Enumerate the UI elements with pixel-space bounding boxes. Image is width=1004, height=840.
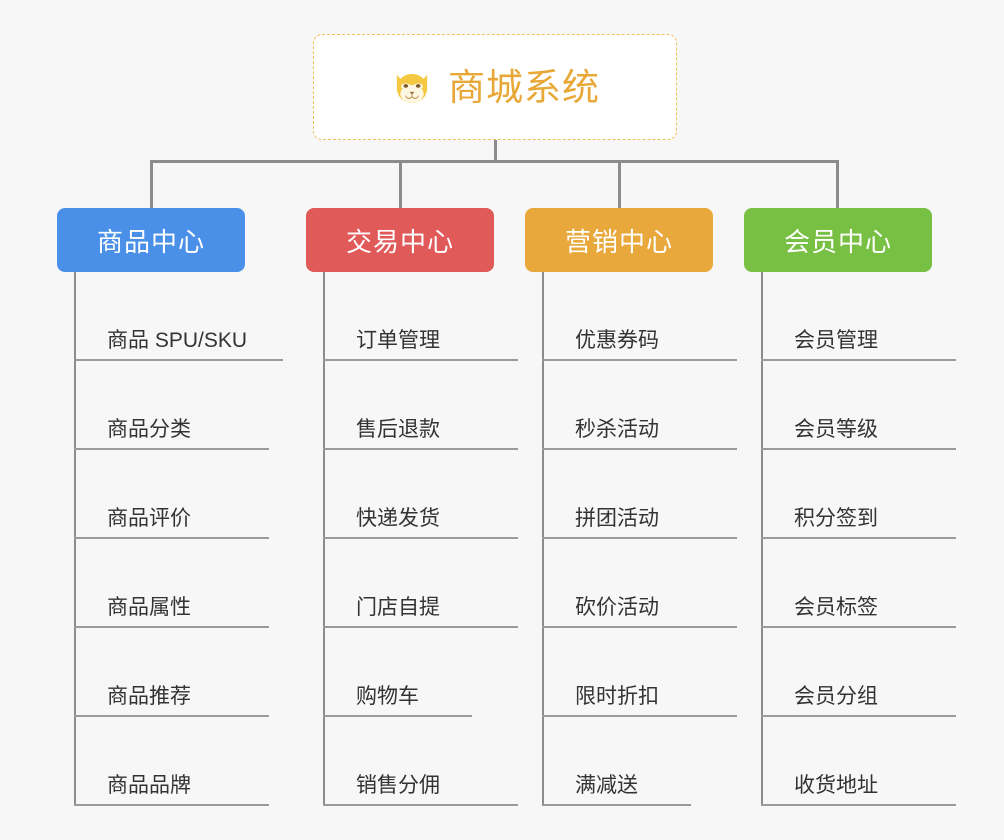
leaf-item[interactable]: 订单管理 — [323, 272, 518, 361]
shiba-dog-face-icon — [396, 73, 428, 104]
root-node[interactable]: 商城系统 — [313, 34, 677, 140]
leaf-label: 商品 SPU/SKU — [107, 329, 248, 352]
leaf-item[interactable]: 收货地址 — [761, 717, 956, 806]
leaf-label: 会员管理 — [794, 329, 878, 352]
category-label: 商品中心 — [96, 226, 205, 257]
leaf-item[interactable]: 商品品牌 — [74, 717, 269, 806]
leaf-label: 满减送 — [575, 774, 638, 797]
category-header-member[interactable]: 会员中心 — [744, 208, 932, 272]
leaf-item[interactable]: 门店自提 — [323, 539, 518, 628]
leaf-item[interactable]: 砍价活动 — [542, 539, 737, 628]
leaf-item[interactable]: 积分签到 — [761, 450, 956, 539]
leaf-label: 商品品牌 — [107, 774, 191, 797]
branch-column-trade: 交易中心 订单管理 售后退款 快递发货 门店自提 购物车 销售分佣 — [306, 208, 518, 806]
leaf-item[interactable]: 商品推荐 — [74, 628, 269, 717]
category-header-product[interactable]: 商品中心 — [57, 208, 245, 272]
leaf-item[interactable]: 商品评价 — [74, 450, 269, 539]
leaf-label: 会员标签 — [794, 596, 878, 619]
leaf-label: 会员等级 — [794, 418, 878, 441]
leaf-item[interactable]: 售后退款 — [323, 361, 518, 450]
leaf-item[interactable]: 拼团活动 — [542, 450, 737, 539]
leaf-label: 售后退款 — [356, 418, 440, 441]
connector-drop-4 — [836, 160, 839, 210]
branch-column-member: 会员中心 会员管理 会员等级 积分签到 会员标签 会员分组 收货地址 — [744, 208, 956, 806]
leaf-label: 门店自提 — [356, 596, 440, 619]
leaf-item[interactable]: 商品 SPU/SKU — [74, 272, 283, 361]
leaf-label: 秒杀活动 — [575, 418, 659, 441]
leaf-label: 会员分组 — [794, 685, 878, 708]
leaf-label: 优惠券码 — [575, 329, 659, 352]
leaf-label: 商品评价 — [107, 507, 191, 530]
leaf-item[interactable]: 会员管理 — [761, 272, 956, 361]
leaf-item[interactable]: 满减送 — [542, 717, 713, 806]
connector-drop-1 — [150, 160, 153, 210]
leaf-item[interactable]: 会员标签 — [761, 539, 956, 628]
category-label: 营销中心 — [564, 226, 673, 257]
leaf-item[interactable]: 快递发货 — [323, 450, 518, 539]
leaf-label: 砍价活动 — [575, 596, 659, 619]
category-label: 会员中心 — [783, 226, 892, 257]
leaf-label: 限时折扣 — [575, 685, 659, 708]
leaf-item[interactable]: 购物车 — [323, 628, 494, 717]
category-header-marketing[interactable]: 营销中心 — [525, 208, 713, 272]
leaf-list-marketing: 优惠券码 秒杀活动 拼团活动 砍价活动 限时折扣 满减送 — [542, 272, 737, 806]
leaf-item[interactable]: 商品属性 — [74, 539, 269, 628]
leaf-label: 拼团活动 — [575, 507, 659, 530]
leaf-label: 订单管理 — [356, 329, 440, 352]
branch-column-product: 商品中心 商品 SPU/SKU 商品分类 商品评价 商品属性 商品推荐 商品品牌 — [57, 208, 283, 806]
category-label: 交易中心 — [345, 226, 454, 257]
connector-drop-2 — [399, 160, 402, 210]
leaf-list-trade: 订单管理 售后退款 快递发货 门店自提 购物车 销售分佣 — [323, 272, 518, 806]
leaf-item[interactable]: 秒杀活动 — [542, 361, 737, 450]
connector-drop-3 — [618, 160, 621, 210]
leaf-list-product: 商品 SPU/SKU 商品分类 商品评价 商品属性 商品推荐 商品品牌 — [74, 272, 283, 806]
leaf-label: 积分签到 — [794, 507, 878, 530]
leaf-label: 购物车 — [356, 685, 419, 708]
connector-root-stem — [494, 140, 497, 163]
leaf-item[interactable]: 销售分佣 — [323, 717, 518, 806]
branch-column-marketing: 营销中心 优惠券码 秒杀活动 拼团活动 砍价活动 限时折扣 满减送 — [525, 208, 737, 806]
leaf-item[interactable]: 限时折扣 — [542, 628, 737, 717]
leaf-label: 商品属性 — [107, 596, 191, 619]
connector-horizontal-bus — [150, 160, 839, 163]
leaf-label: 销售分佣 — [356, 774, 440, 797]
leaf-item[interactable]: 会员等级 — [761, 361, 956, 450]
category-header-trade[interactable]: 交易中心 — [306, 208, 494, 272]
leaf-label: 快递发货 — [356, 507, 440, 530]
leaf-label: 收货地址 — [794, 774, 878, 797]
root-title: 商城系统 — [448, 66, 600, 108]
leaf-list-member: 会员管理 会员等级 积分签到 会员标签 会员分组 收货地址 — [761, 272, 956, 806]
leaf-item[interactable]: 会员分组 — [761, 628, 956, 717]
leaf-item[interactable]: 商品分类 — [74, 361, 269, 450]
leaf-item[interactable]: 优惠券码 — [542, 272, 737, 361]
leaf-label: 商品分类 — [107, 418, 191, 441]
leaf-label: 商品推荐 — [107, 685, 191, 708]
